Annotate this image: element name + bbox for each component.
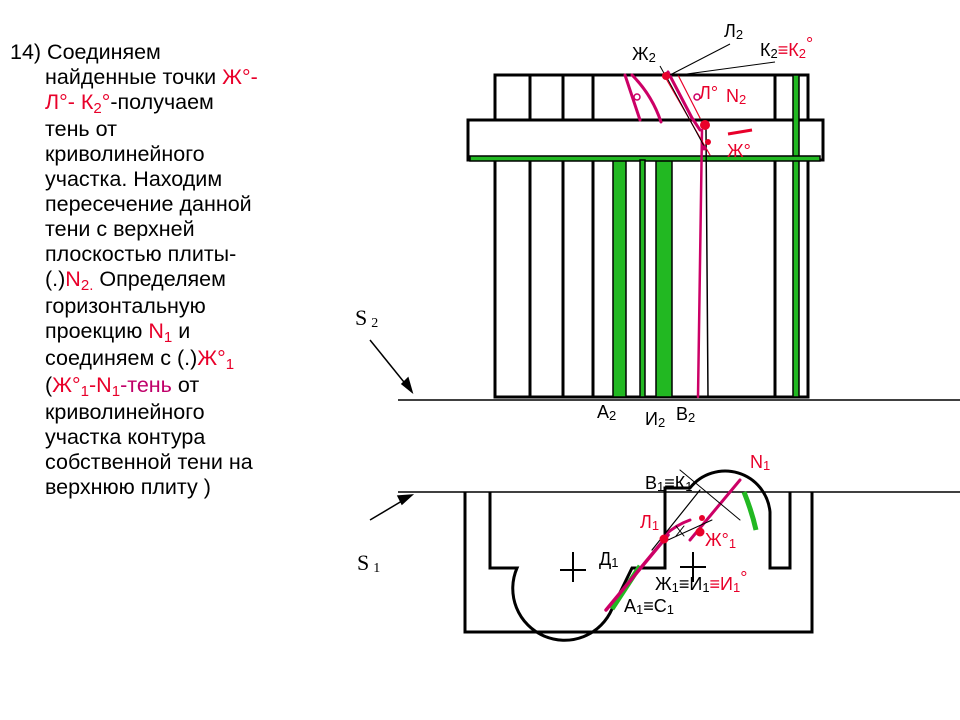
ray-line bbox=[665, 75, 705, 147]
label-Zh2: Ж2 bbox=[632, 44, 656, 65]
label-N2: N2 bbox=[726, 86, 746, 107]
shadow-curve bbox=[666, 70, 694, 120]
shadow-strip bbox=[639, 159, 646, 398]
point-Zh2 bbox=[662, 72, 670, 80]
frontal-view bbox=[466, 73, 825, 399]
label-L1: Л1 bbox=[640, 512, 659, 533]
text-line-16: участка контура bbox=[45, 425, 206, 449]
shadow-line-main bbox=[604, 533, 670, 612]
shadow-line bbox=[696, 128, 704, 399]
plate-outline bbox=[463, 492, 814, 634]
label-A2: А2 bbox=[597, 402, 616, 423]
text-line-12: проекцию N1 и bbox=[45, 319, 191, 346]
shadow-curve bbox=[690, 116, 702, 132]
label-N1: N1 bbox=[750, 452, 770, 473]
text-line-9: плоскостью плиты- bbox=[45, 242, 237, 266]
label-Zh1I1: Ж1≡И1≡И1° bbox=[655, 568, 747, 595]
label-Zho1: Ж°1 bbox=[705, 530, 736, 551]
label-L2: Л2 bbox=[724, 21, 743, 42]
shadow-strip bbox=[612, 159, 627, 398]
shadow-strip bbox=[792, 74, 800, 398]
top-plate bbox=[466, 118, 825, 162]
text-line-1: 14) Соединяем bbox=[10, 40, 161, 64]
label-D1: Д1 bbox=[599, 549, 618, 570]
text-line-11: горизонтальную bbox=[45, 294, 206, 318]
label-Lo: Л° bbox=[699, 83, 718, 103]
label-K2: К2≡К2° bbox=[760, 34, 813, 61]
points-top bbox=[633, 72, 753, 151]
label-I2: И2 bbox=[645, 409, 665, 430]
shadow-curve bbox=[630, 73, 663, 124]
point-N2 bbox=[705, 139, 711, 145]
zh-deg-marker bbox=[727, 128, 753, 136]
shadow-curves-top bbox=[623, 70, 711, 399]
point-Lo bbox=[700, 120, 710, 130]
label-A1C1: А1≡С1 bbox=[624, 596, 674, 617]
text-line-2: найденные точки Ж°- bbox=[45, 65, 258, 89]
shadow-edge bbox=[741, 491, 759, 531]
text-line-3: Л°- К2°-получаем bbox=[45, 90, 214, 117]
text-line-6: участка. Находим bbox=[45, 167, 223, 191]
label-V2: В2 bbox=[676, 404, 695, 425]
text-line-8: тени с верхней bbox=[45, 217, 195, 241]
centre-marks bbox=[560, 552, 706, 582]
point-L1 bbox=[659, 534, 669, 544]
shadow-strips-frontal bbox=[469, 74, 821, 398]
plane-S2 bbox=[369, 339, 960, 521]
column-section bbox=[488, 469, 792, 642]
ray-line bbox=[677, 74, 701, 119]
points-horizontal bbox=[659, 515, 705, 544]
text-line-4: тень от bbox=[45, 117, 117, 141]
text-line-5: криволинейного bbox=[45, 142, 205, 166]
point-Zho1 bbox=[695, 527, 705, 537]
shadow-strip bbox=[655, 159, 673, 398]
text-line-15: криволинейного bbox=[45, 400, 205, 424]
text-line-13: соединяем с (.)Ж°1 bbox=[45, 346, 235, 373]
step-description: 14) Соединяем найденные точки Ж°- Л°- К2… bbox=[10, 40, 310, 500]
label-V1K1: В1≡К1 bbox=[645, 473, 692, 494]
projection-line bbox=[705, 129, 709, 398]
label-Zho: Ж° bbox=[727, 141, 751, 161]
text-line-18: верхнюю плиту ) bbox=[45, 475, 211, 499]
shadow-curve bbox=[623, 73, 642, 122]
text-line-10: (.)N2. Определяем bbox=[45, 267, 226, 294]
horizontal-view bbox=[398, 469, 960, 642]
text-line-7: пересечение данной bbox=[45, 192, 252, 216]
leaders-top bbox=[659, 43, 776, 77]
text-line-14: (Ж°1-N1-тень от bbox=[45, 373, 200, 400]
text-line-17: собственной тени на bbox=[45, 450, 253, 474]
